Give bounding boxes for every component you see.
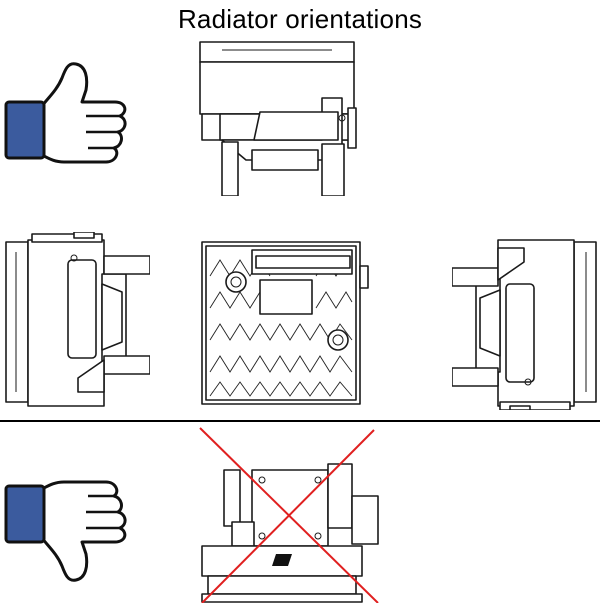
page-title: Radiator orientations [177, 4, 423, 34]
radiator-right-view [452, 239, 597, 410]
radiator-top-view [199, 41, 357, 196]
radiator-upside-down-view [199, 427, 379, 603]
thumbs-down-icon [4, 480, 127, 582]
radiator-front-view [201, 241, 369, 405]
section-divider [0, 420, 600, 422]
radiator-left-view [5, 232, 150, 407]
thumbs-up-icon [4, 62, 127, 164]
